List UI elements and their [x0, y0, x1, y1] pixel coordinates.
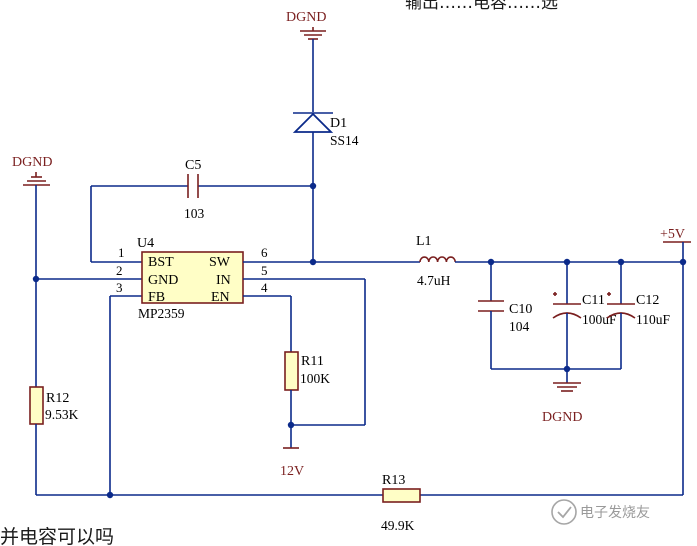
- r12-designator: R12: [46, 391, 69, 406]
- c12-designator: C12: [636, 293, 659, 308]
- r11-designator: R11: [301, 354, 324, 369]
- inductor-l1: [419, 256, 456, 263]
- junction-dot: [563, 258, 571, 266]
- capacitor-c5: [187, 174, 199, 198]
- ic-pin-number: 1: [118, 245, 125, 260]
- u4-designator: U4: [137, 236, 154, 251]
- d1-designator: D1: [330, 116, 347, 131]
- ic-pin-name: IN: [216, 273, 231, 288]
- net-label-dgnd-left: DGND: [12, 155, 52, 170]
- watermark-text: 电子发烧友: [580, 505, 650, 521]
- ic-pin-name: FB: [148, 290, 165, 305]
- resistor-r12: [29, 386, 44, 425]
- c10-designator: C10: [509, 302, 532, 317]
- capacitor-c10: [478, 300, 504, 312]
- ic-pin-name: BST: [148, 255, 174, 270]
- junction-dot: [679, 258, 687, 266]
- ic-pin-number: 4: [261, 280, 268, 295]
- watermark-logo: 电子发烧友: [551, 499, 650, 525]
- net-label-dgnd-bottom: DGND: [542, 410, 582, 425]
- c10-value: 104: [509, 319, 530, 334]
- junction-dot: [487, 258, 495, 266]
- l1-value: 4.7uH: [417, 273, 451, 288]
- c5-designator: C5: [185, 158, 201, 173]
- c11-designator: C11: [582, 293, 605, 308]
- r13-designator: R13: [382, 473, 405, 488]
- junction-dot: [287, 421, 295, 429]
- r11-value: 100K: [300, 371, 330, 386]
- resistor-r11: [284, 351, 299, 391]
- r13-value: 49.9K: [381, 518, 415, 533]
- net-label-5v: +5V: [660, 227, 685, 242]
- junction-dot: [617, 258, 625, 266]
- junction-dot: [106, 491, 114, 499]
- c12-value: 110uF: [636, 312, 670, 327]
- junction-dot: [309, 258, 317, 266]
- ic-u4: BST GND FB SW IN EN: [141, 251, 244, 305]
- bottom-caption: 并电容可以吗: [0, 526, 114, 546]
- ic-pin-name: EN: [211, 290, 230, 305]
- u4-part-number: MP2359: [138, 306, 185, 321]
- net-label-dgnd-top: DGND: [286, 10, 326, 25]
- junction-dot: [309, 182, 317, 190]
- ic-pin-number: 5: [261, 263, 268, 278]
- junction-dot: [563, 365, 571, 373]
- top-caption: 输出……电容……选: [405, 0, 558, 13]
- d1-value: SS14: [330, 133, 359, 148]
- l1-designator: L1: [416, 234, 432, 249]
- c11-value: 100uF: [582, 312, 617, 327]
- resistor-r13: [382, 488, 421, 503]
- ic-pin-name: GND: [148, 273, 178, 288]
- ic-pin-number: 3: [116, 280, 123, 295]
- junction-dot: [32, 275, 40, 283]
- r12-value: 9.53K: [45, 407, 79, 422]
- c5-value: 103: [184, 206, 205, 221]
- ic-pin-number: 2: [116, 263, 123, 278]
- ground-symbol-top: [300, 27, 326, 40]
- ground-symbol-left: [23, 172, 50, 186]
- ic-pin-name: SW: [209, 255, 231, 270]
- ground-symbol-bottom: [553, 382, 581, 392]
- diode-d1: [292, 112, 334, 133]
- net-label-12v: 12V: [280, 464, 304, 479]
- ic-pin-number: 6: [261, 245, 268, 260]
